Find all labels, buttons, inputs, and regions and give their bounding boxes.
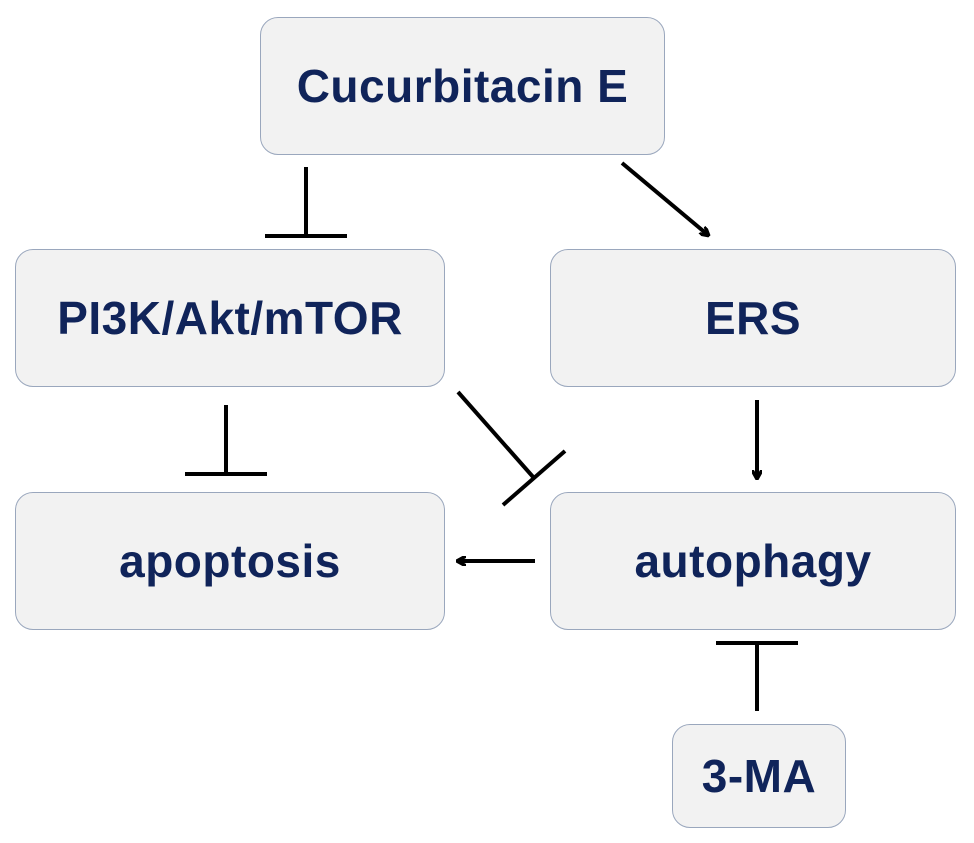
edge-cucurbitacin-inhibits-pi3k — [265, 167, 347, 238]
edge-cucurbitacin-activates-ers — [620, 161, 708, 235]
node-pi3k-akt-mtor: PI3K/Akt/mTOR — [15, 249, 445, 387]
node-3-ma: 3-MA — [672, 724, 846, 828]
node-ers: ERS — [550, 249, 956, 387]
edge-pi3k-inhibits-autophagy — [456, 390, 567, 507]
node-cucurbitacin-e: Cucurbitacin E — [260, 17, 665, 155]
edge-pi3k-inhibits-apoptosis — [185, 405, 267, 476]
node-autophagy: autophagy — [550, 492, 956, 630]
node-apoptosis: apoptosis — [15, 492, 445, 630]
edge-3ma-inhibits-autophagy — [716, 641, 798, 711]
